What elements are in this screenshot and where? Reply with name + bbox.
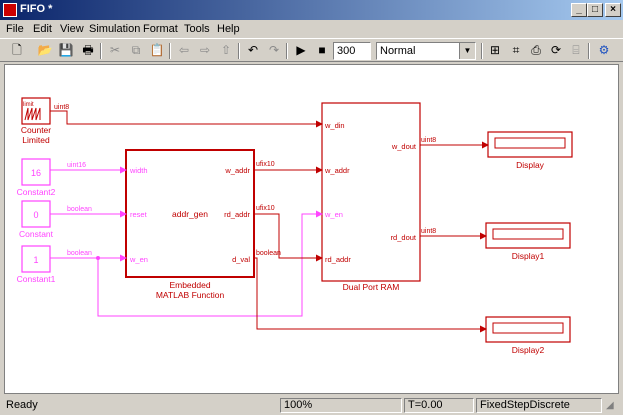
counter-label-line2: Limited	[22, 135, 50, 145]
counter-limited-block[interactable]: limit Counter Limited	[21, 97, 51, 145]
signal-type-labels: uint8 uint16 boolean boolean ufix10 ufix…	[54, 104, 436, 257]
simulation-mode-value: Normal	[380, 45, 416, 57]
back-icon[interactable]: ⇦	[178, 43, 190, 57]
signal-constant1-to-ram-w-en[interactable]	[97, 210, 323, 317]
close-button[interactable]: ×	[605, 3, 621, 17]
addr-gen-label-line2: MATLAB Function	[156, 290, 225, 300]
addr-gen-label-line1: Embedded	[169, 280, 210, 290]
paste-icon[interactable]: 📋	[149, 43, 165, 57]
up-icon[interactable]: ⇧	[220, 43, 232, 57]
signal-lines	[50, 110, 489, 333]
counter-icon-text: limit	[23, 102, 34, 108]
chevron-down-icon[interactable]: ▼	[459, 43, 475, 59]
type-label-constant2: uint16	[67, 162, 86, 169]
constant1-label: Constant1	[17, 274, 56, 284]
status-bar: Ready 100% T=0.00 FixedStepDiscrete ◢	[0, 396, 623, 415]
type-label-d-val: boolean	[256, 250, 281, 257]
constant1-value: 1	[33, 255, 38, 265]
status-state: Ready	[6, 399, 38, 411]
ram-port-w-dout: w_dout	[391, 142, 417, 151]
debug-icon[interactable]: ⎙	[531, 43, 541, 57]
ram-port-rd-addr: rd_addr	[325, 255, 351, 264]
block-diagram: limit Counter Limited 16 Constant2 0 Con…	[17, 97, 573, 355]
cut-icon[interactable]: ✂	[109, 43, 121, 57]
model-canvas[interactable]: limit Counter Limited 16 Constant2 0 Con…	[4, 64, 619, 394]
menu-edit[interactable]: Edit	[33, 23, 52, 35]
display2-label: Display2	[512, 345, 545, 355]
display1-label: Display1	[512, 251, 545, 261]
signal-counter-to-w-din[interactable]	[50, 110, 323, 128]
constant1-block[interactable]: 1 Constant1	[17, 245, 56, 284]
ram-port-w-en: w_en	[324, 210, 343, 219]
display-block[interactable]: Display	[487, 131, 573, 170]
simulation-mode-select[interactable]: Normal ▼	[376, 42, 476, 60]
constant2-value: 16	[31, 168, 41, 178]
ram-port-rd-dout: rd_dout	[391, 233, 417, 242]
title-bar: FIFO * _ □ ×	[0, 0, 623, 20]
forward-icon[interactable]: ⇨	[199, 43, 211, 57]
status-solver: FixedStepDiscrete	[476, 398, 602, 413]
addr-gen-port-reset: reset	[130, 210, 148, 219]
stop-icon[interactable]: ■	[318, 43, 326, 57]
menu-format[interactable]: Format	[143, 23, 178, 35]
window-title: FIFO *	[20, 3, 53, 15]
constant2-block[interactable]: 16 Constant2	[17, 158, 56, 197]
library-browser-icon[interactable]: ⊞	[489, 43, 501, 57]
addr-gen-port-d-val: d_val	[232, 255, 250, 264]
fixedpoint-icon[interactable]: ⚙	[598, 43, 610, 57]
save-icon[interactable]: 💾	[58, 43, 74, 57]
signal-d-val[interactable]	[254, 257, 487, 333]
type-label-rd-dout: uint8	[421, 228, 436, 235]
type-label-constant1: boolean	[67, 250, 92, 257]
type-label-w-dout: uint8	[421, 137, 436, 144]
type-label-counter: uint8	[54, 104, 69, 111]
ram-port-w-addr: w_addr	[324, 166, 350, 175]
constant2-label: Constant2	[17, 187, 56, 197]
menu-simulation[interactable]: Simulation	[89, 23, 141, 35]
addr-gen-port-rd-addr: rd_addr	[224, 210, 250, 219]
undo-icon[interactable]: ↶	[247, 43, 259, 57]
addr-gen-name: addr_gen	[172, 209, 208, 219]
toolbar: 🗋 📂 💾 🖶 ✂ ⧉ 📋 ⇦ ⇨ ⇧ ↶ ↷ ▶ ■ 300 Normal ▼…	[0, 38, 623, 62]
type-label-constant: boolean	[67, 206, 92, 213]
display-label: Display	[516, 160, 545, 170]
model-explorer-icon[interactable]: ⌗	[512, 43, 520, 57]
type-label-w-addr: ufix10	[256, 161, 275, 168]
counter-label-line1: Counter	[21, 125, 51, 135]
ram-port-w-din: w_din	[324, 121, 345, 130]
menu-file[interactable]: File	[6, 23, 24, 35]
start-icon[interactable]: ▶	[296, 43, 306, 57]
display1-block[interactable]: Display1	[485, 222, 571, 261]
minimize-button[interactable]: _	[571, 3, 587, 17]
menu-tools[interactable]: Tools	[184, 23, 210, 35]
open-icon[interactable]: 📂	[37, 43, 53, 57]
update-diagram-icon[interactable]: ⟳	[550, 43, 562, 57]
constant-block[interactable]: 0 Constant	[19, 200, 54, 239]
ram-label: Dual Port RAM	[343, 282, 400, 292]
signal-rd-addr[interactable]	[254, 213, 323, 262]
type-label-rd-addr: ufix10	[256, 205, 275, 212]
resize-grip-icon[interactable]: ◢	[606, 400, 614, 411]
dual-port-ram-block[interactable]: w_din w_addr w_en rd_addr w_dout rd_dout…	[321, 102, 421, 292]
constant-value: 0	[33, 210, 38, 220]
addr-gen-port-w-en: w_en	[129, 255, 148, 264]
build-icon[interactable]: ⌸	[572, 43, 580, 57]
copy-icon[interactable]: ⧉	[131, 43, 141, 57]
new-icon[interactable]: 🗋	[12, 43, 22, 57]
simulink-app-icon[interactable]	[3, 3, 17, 17]
addr-gen-port-w-addr: w_addr	[224, 166, 250, 175]
status-time: T=0.00	[404, 398, 474, 413]
print-icon[interactable]: 🖶	[82, 43, 94, 57]
menu-bar: File Edit View Simulation Format Tools H…	[0, 20, 623, 38]
addr-gen-port-width: width	[129, 166, 148, 175]
maximize-button[interactable]: □	[587, 3, 603, 17]
redo-icon[interactable]: ↷	[268, 43, 280, 57]
stop-time-input[interactable]: 300	[333, 42, 371, 60]
display2-block[interactable]: Display2	[485, 316, 571, 355]
menu-help[interactable]: Help	[217, 23, 240, 35]
addr-gen-block[interactable]: width reset w_en addr_gen w_addr rd_addr…	[125, 149, 255, 300]
constant-label: Constant	[19, 229, 54, 239]
status-zoom: 100%	[280, 398, 402, 413]
menu-view[interactable]: View	[60, 23, 84, 35]
